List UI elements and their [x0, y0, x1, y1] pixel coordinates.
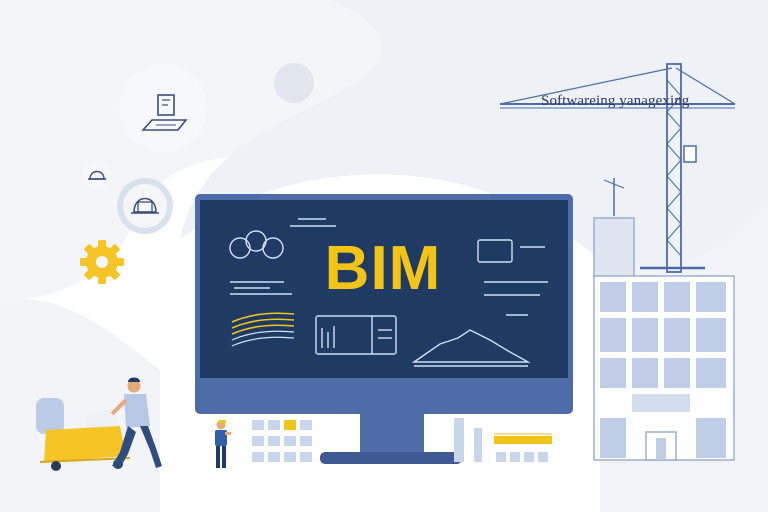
decor-circle — [274, 63, 314, 103]
building-icon — [593, 217, 735, 461]
worker-figure-icon — [215, 420, 231, 468]
screen-blue-curves — [231, 330, 295, 347]
city-blocks — [252, 418, 552, 462]
bim-title: BIM — [324, 234, 442, 303]
screen-sketches — [229, 218, 548, 367]
tower-crane-icon — [499, 63, 736, 273]
helmet-badge-icon — [117, 178, 173, 234]
hard-hat-icon — [83, 161, 111, 189]
cart-icon — [36, 377, 162, 471]
blueprint-icon — [119, 64, 207, 152]
crane-caption: Softwareing yanagexing — [541, 93, 690, 109]
gear-icon — [80, 240, 124, 284]
screen-yellow-curves — [231, 312, 295, 335]
